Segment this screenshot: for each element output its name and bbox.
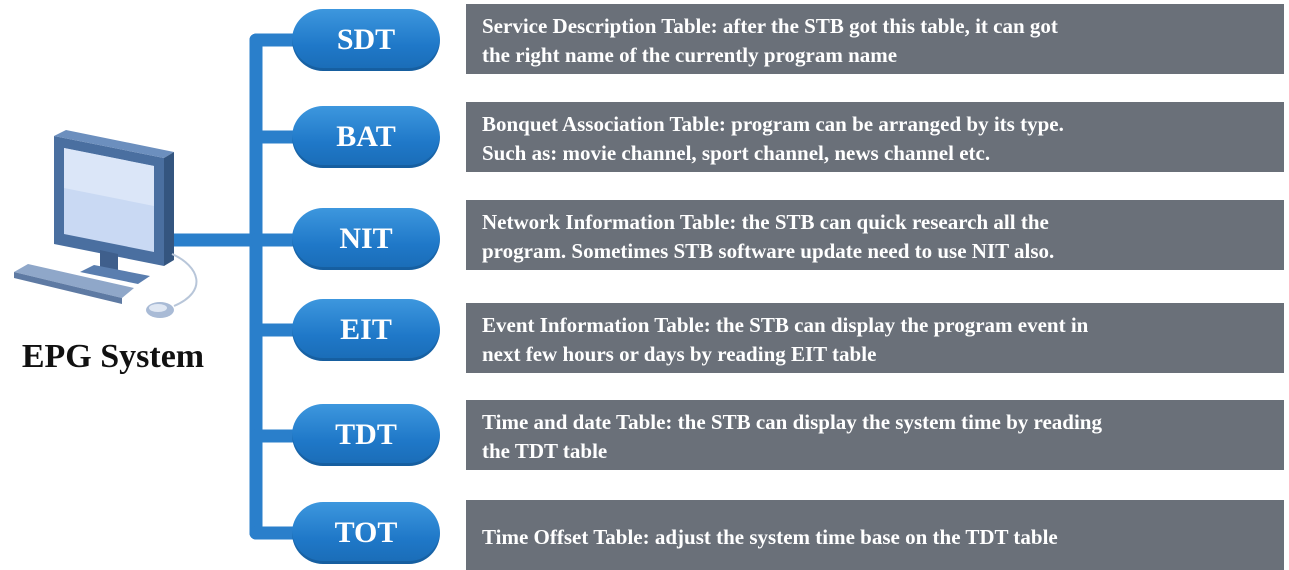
description-line: the right name of the currently program …: [482, 43, 898, 67]
desktop-computer-icon: [14, 130, 198, 318]
description-line: next few hours or days by reading EIT ta…: [482, 342, 877, 366]
table-pill-sdt: SDT: [292, 9, 440, 71]
table-pill-tot: TOT: [292, 502, 440, 564]
description-line: program. Sometimes STB software update n…: [482, 239, 1055, 263]
table-description-bat: Bonquet Association Table: program can b…: [466, 102, 1284, 172]
description-line: Bonquet Association Table: program can b…: [482, 112, 1064, 136]
system-title: EPG System: [21, 338, 205, 375]
table-description-tdt: Time and date Table: the STB can display…: [466, 400, 1284, 470]
table-pill-bat: BAT: [292, 106, 440, 168]
description-line: Such as: movie channel, sport channel, n…: [482, 141, 991, 165]
description-line: Time Offset Table: adjust the system tim…: [482, 524, 1058, 549]
table-description-eit: Event Information Table: the STB can dis…: [466, 303, 1284, 373]
description-line: Time and date Table: the STB can display…: [482, 410, 1102, 434]
table-description-nit: Network Information Table: the STB can q…: [466, 200, 1284, 270]
description-line: Service Description Table: after the STB…: [482, 14, 1058, 38]
table-description-sdt: Service Description Table: after the STB…: [466, 4, 1284, 74]
table-pill-eit: EIT: [292, 299, 440, 361]
table-pill-tdt: TDT: [292, 404, 440, 466]
description-line: Event Information Table: the STB can dis…: [482, 313, 1089, 337]
table-pill-nit: NIT: [292, 208, 440, 270]
table-description-tot: Time Offset Table: adjust the system tim…: [466, 500, 1284, 570]
description-line: the TDT table: [482, 439, 608, 463]
description-line: Network Information Table: the STB can q…: [482, 210, 1049, 234]
